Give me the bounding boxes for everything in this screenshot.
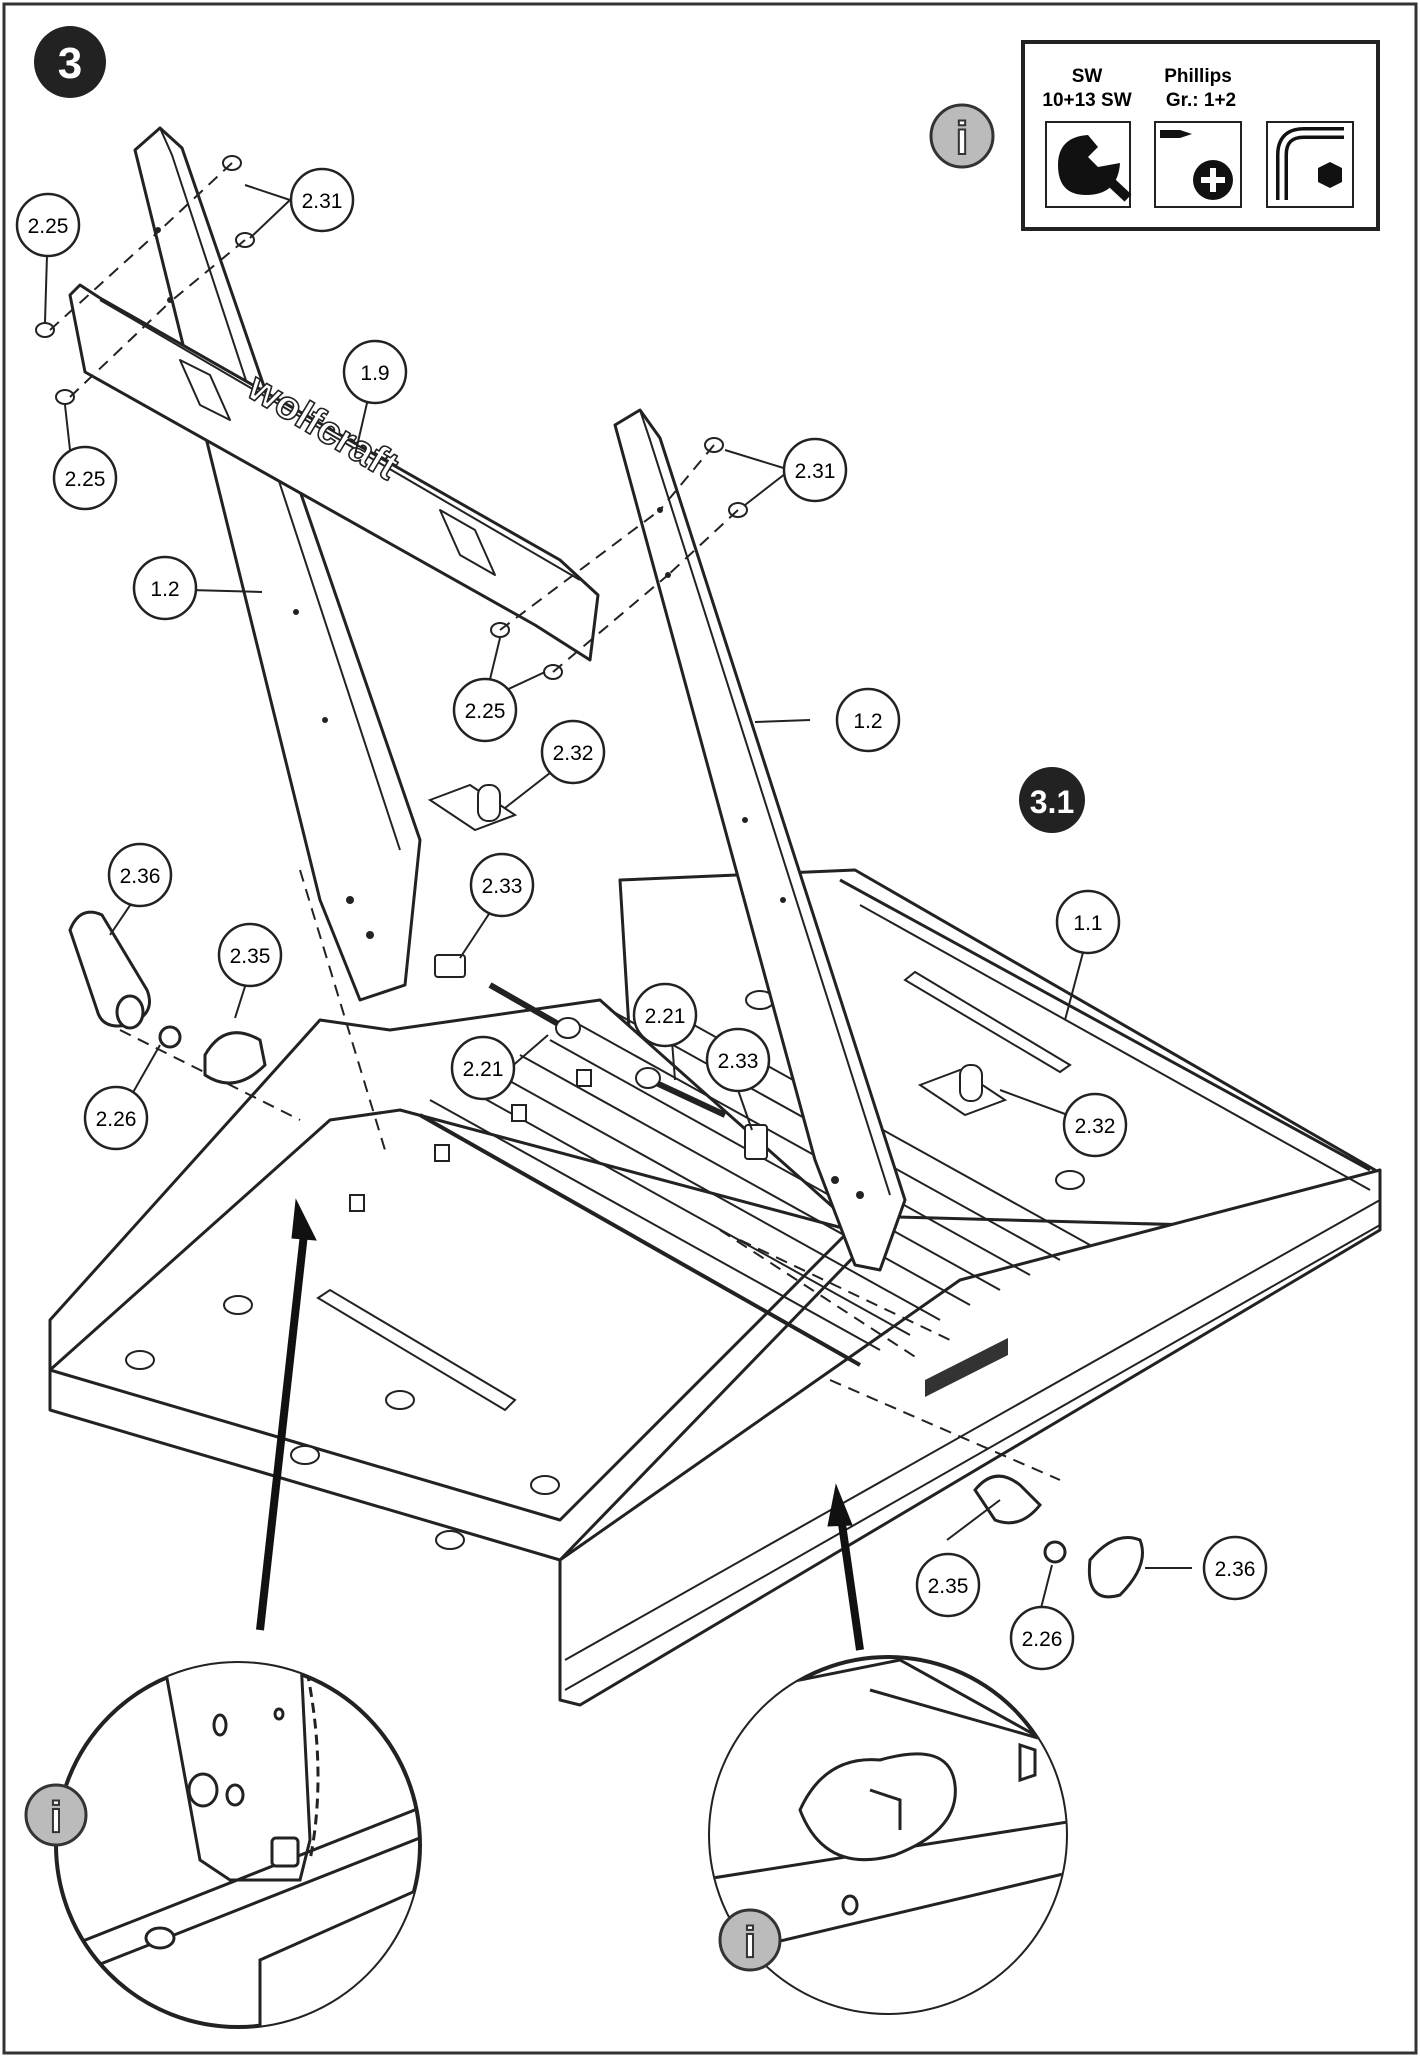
callout-label: 2.21 [645,1005,686,1028]
callout-2.33-b: 2.33 [705,1027,771,1093]
callout-label: 2.35 [928,1575,969,1598]
callout-label: 2.26 [1022,1628,1063,1651]
callout-1.2-b: 1.2 [835,687,901,753]
callout-label: 2.31 [302,190,343,213]
left-leg [133,126,422,1002]
callout-label: 2.32 [553,742,594,765]
callout-2.25-b: 2.25 [52,445,118,511]
callout-label: 2.26 [96,1108,137,1131]
hex-key-icon [1266,121,1354,208]
callout-2.36-a: 2.36 [107,842,173,908]
brace [68,283,600,662]
callout-2.35-a: 2.35 [217,922,283,988]
callout-2.32-a: 2.32 [540,719,606,785]
handle-parts-right [973,1474,1144,1599]
callout-2.25-c: 2.25 [452,677,518,743]
step-number: 3 [58,39,82,88]
wrench-title: SW [1072,66,1103,87]
screwdriver-title: Phillips [1164,66,1232,87]
base-slots [125,970,1085,1550]
callout-2.31-b: 2.31 [782,437,848,503]
detail-view-left [54,1661,422,2029]
callout-label: 1.9 [360,362,389,385]
callout-1.2-a: 1.2 [132,555,198,621]
screwdriver-sizes: Gr.: 1+2 [1166,90,1236,111]
info-letter: i [50,1793,62,1842]
detail-view-right [708,1655,1068,2015]
callout-2.26-a: 2.26 [83,1085,149,1151]
callout-2.26-b: 2.26 [1009,1605,1075,1671]
callout-label: 2.21 [463,1058,504,1081]
clamp-and-bolt-parts [434,954,768,1160]
callout-label: 2.32 [1075,1115,1116,1138]
substep-number: 3.1 [1030,784,1074,820]
callout-2.31-a: 2.31 [289,167,355,233]
front-brand-plate [925,1338,1008,1397]
callout-label: 1.1 [1073,912,1102,935]
callout-1.9: 1.9 [342,339,408,405]
bed-bolts [349,1069,592,1212]
step-badge: 3 [34,26,106,98]
callout-2.33-a: 2.33 [469,852,535,918]
callout-2.21-b: 2.21 [450,1035,516,1101]
callout-label: 2.33 [718,1050,759,1073]
callout-label: 2.33 [482,875,523,898]
callout-2.35-b: 2.35 [915,1552,981,1618]
info-icon-right: i [718,1908,782,1972]
handle-parts-left [68,910,267,1085]
callout-2.32-b: 2.32 [1062,1092,1128,1158]
callout-label: 2.31 [795,460,836,483]
callout-label: 2.25 [28,215,69,238]
callout-label: 1.2 [150,578,179,601]
callout-label: 2.35 [230,945,271,968]
wrench-sizes: 10+13 SW [1042,90,1131,111]
left-leg-holes [155,227,374,939]
info-letter: i [744,1918,756,1967]
info-icon-left: i [24,1783,88,1847]
callout-2.25-a: 2.25 [15,192,81,258]
info-icon-top: i [929,103,995,169]
base-frame [48,868,1382,1707]
wrench-icon [1045,121,1132,208]
spacer-parts [427,783,1008,1117]
callout-label: 2.36 [1215,1558,1256,1581]
pointer-arrows [256,1198,864,1651]
callout-label: 2.25 [465,700,506,723]
info-letter: i [956,112,969,164]
tools-box: SW 10+13 SW Phillips Gr.: 1+2 [1021,40,1380,231]
callout-2.21-a: 2.21 [632,982,698,1048]
callout-label: 2.36 [120,865,161,888]
callout-1.1: 1.1 [1055,889,1121,955]
right-leg [613,408,907,1272]
callout-label: 1.2 [853,710,882,733]
callout-label: 2.25 [65,468,106,491]
callout-2.36-b: 2.36 [1202,1535,1268,1601]
phillips-screwdriver-icon [1154,121,1242,208]
substep-badge: 3.1 [1019,767,1085,833]
